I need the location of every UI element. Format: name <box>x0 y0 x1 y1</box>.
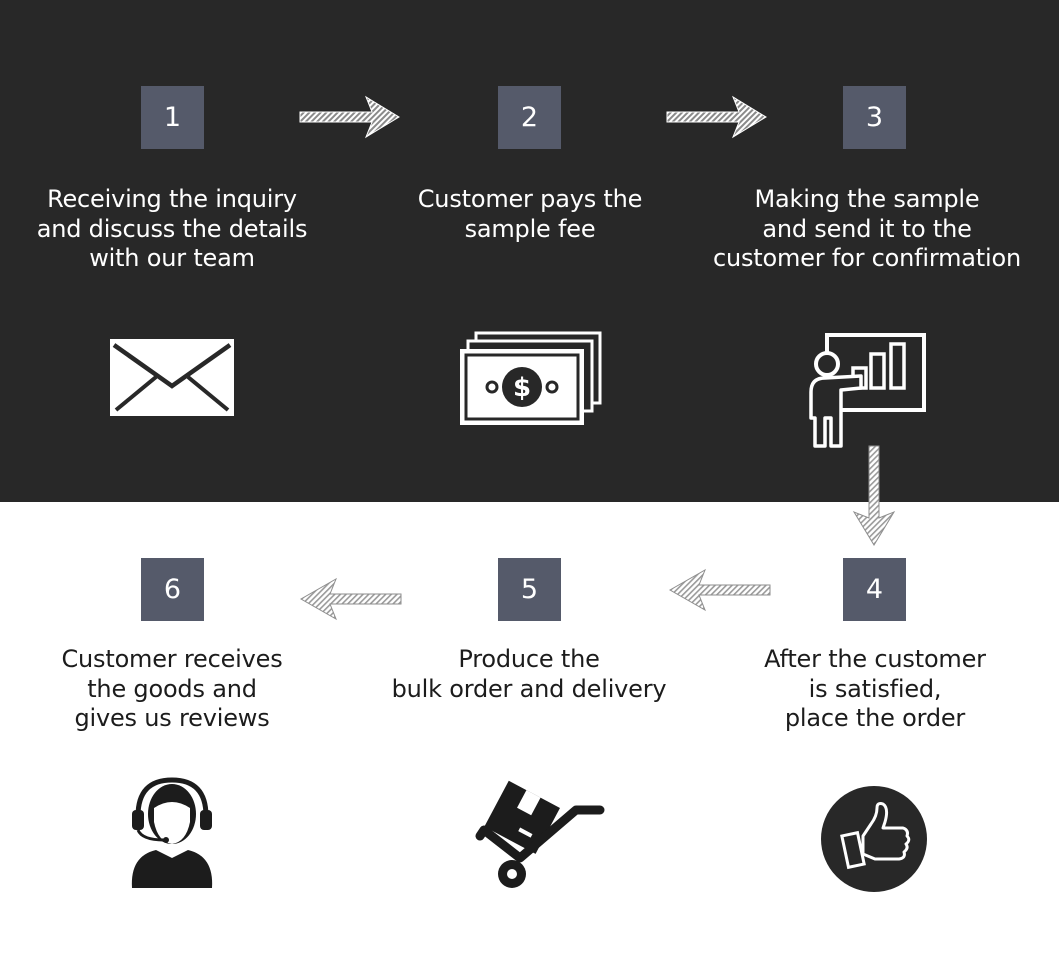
svg-text:$: $ <box>513 373 531 403</box>
arrow-right-1-to-2 <box>299 95 400 139</box>
headset-agent-icon <box>131 777 213 888</box>
step-1-caption: Receiving the inquiry and discuss the de… <box>36 185 308 272</box>
arrow-right-2-to-3 <box>666 95 767 139</box>
step-5-number: 5 <box>498 558 561 621</box>
arrow-down-3-to-4 <box>852 445 896 546</box>
step-6-number: 6 <box>141 558 204 621</box>
step-2-number: 2 <box>498 86 561 149</box>
step-3-number: 3 <box>843 86 906 149</box>
presentation-icon <box>809 333 926 448</box>
envelope-icon <box>110 339 234 416</box>
hand-truck-icon <box>475 780 605 888</box>
step-4-caption: After the customer is satisfied, place t… <box>764 645 986 732</box>
step-4-number: 4 <box>843 558 906 621</box>
step-6-caption: Customer receives the goods and gives us… <box>61 645 283 732</box>
step-3-caption: Making the sample and send it to the cus… <box>713 185 1021 272</box>
step-5-caption: Produce the bulk order and delivery <box>391 645 667 703</box>
arrow-left-5-to-6 <box>299 577 402 621</box>
arrow-left-4-to-5 <box>668 568 771 612</box>
money-icon: $ <box>460 331 602 425</box>
step-1-number: 1 <box>141 86 204 149</box>
thumbs-up-icon <box>821 786 927 892</box>
step-2-caption: Customer pays the sample fee <box>417 185 643 243</box>
